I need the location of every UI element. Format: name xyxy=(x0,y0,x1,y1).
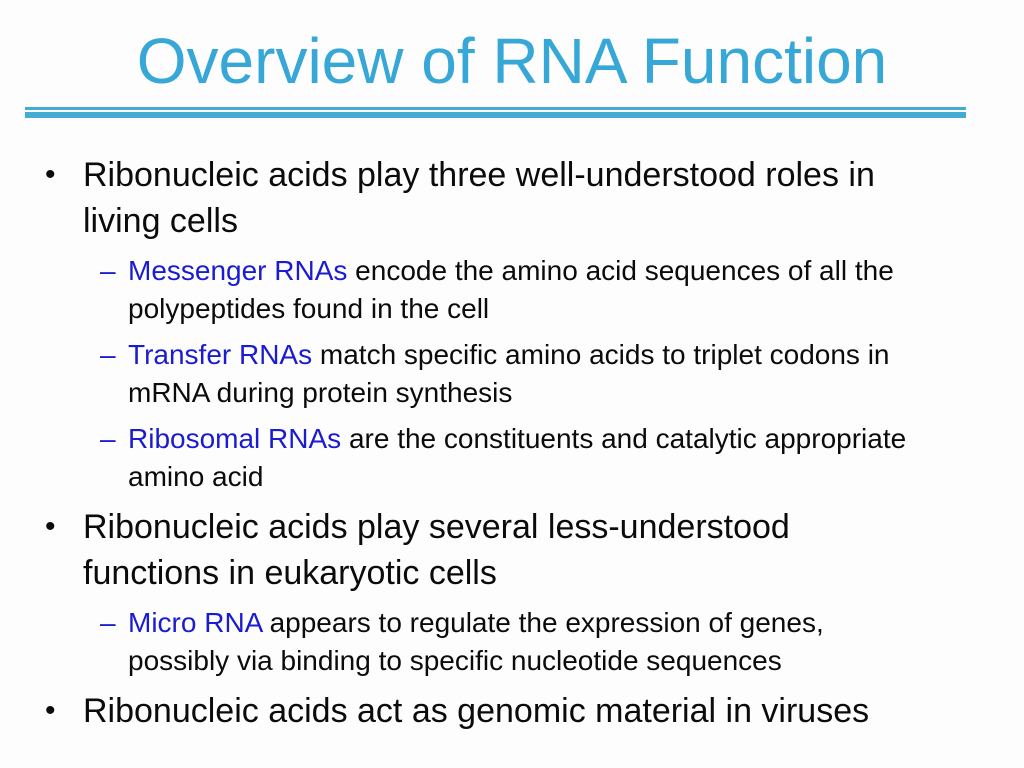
bullet-dot-marker: • xyxy=(45,694,56,727)
body-text: are the constituents and catalytic appro… xyxy=(128,423,907,492)
dash-marker: – xyxy=(100,255,116,286)
body-text: Ribonucleic acids play three well-unders… xyxy=(83,156,875,240)
dash-marker: – xyxy=(100,607,116,638)
bullet-item: • Ribonucleic acids act as genomic mater… xyxy=(0,688,1024,734)
bullet-dot-marker: • xyxy=(45,510,56,543)
bullet-item: • Ribonucleic acids play three well-unde… xyxy=(0,152,1024,244)
list-item-text: Ribonucleic acids play three well-unders… xyxy=(83,152,903,244)
bullet-item: • Ribonucleic acids play several less-un… xyxy=(0,504,1024,596)
dash-marker: – xyxy=(100,339,116,370)
body-text: Ribonucleic acids act as genomic materia… xyxy=(83,692,870,730)
dash-marker: – xyxy=(100,423,116,454)
bullet-list: • Ribonucleic acids play three well-unde… xyxy=(0,152,1024,742)
keyword-lead: Messenger RNAs xyxy=(128,255,348,286)
sub-bullet-item: – Transfer RNAs match specific amino aci… xyxy=(0,336,1024,412)
sub-bullet-item: – Micro RNA appears to regulate the expr… xyxy=(0,604,1024,680)
sub-bullet-item: – Messenger RNAs encode the amino acid s… xyxy=(0,252,1024,328)
list-item-text: Ribonucleic acids play several less-unde… xyxy=(83,504,903,596)
list-item-text: Ribonucleic acids act as genomic materia… xyxy=(83,688,869,734)
body-text: Ribonucleic acids play several less-unde… xyxy=(83,508,790,592)
body-text: match specific amino acids to triplet co… xyxy=(128,339,890,408)
list-item-text: Micro RNA appears to regulate the expres… xyxy=(128,604,928,680)
slide-title: Overview of RNA Function xyxy=(136,25,888,97)
title-underline xyxy=(25,107,966,118)
body-text: encode the amino acid sequences of all t… xyxy=(128,255,894,324)
bullet-dot-marker: • xyxy=(45,158,56,191)
list-item-text: Transfer RNAs match specific amino acids… xyxy=(128,336,928,412)
keyword-lead: Micro RNA xyxy=(128,607,262,638)
body-text: appears to regulate the expression of ge… xyxy=(128,607,824,676)
title-underline-thin-line xyxy=(25,107,966,110)
list-item-text: Messenger RNAs encode the amino acid seq… xyxy=(128,252,928,328)
sub-bullet-item: – Ribosomal RNAs are the constituents an… xyxy=(0,420,1024,496)
keyword-lead: Ribosomal RNAs xyxy=(128,423,342,454)
list-item-text: Ribosomal RNAs are the constituents and … xyxy=(128,420,928,496)
keyword-lead: Transfer RNAs xyxy=(128,339,313,370)
title-underline-thick-line xyxy=(25,112,966,118)
